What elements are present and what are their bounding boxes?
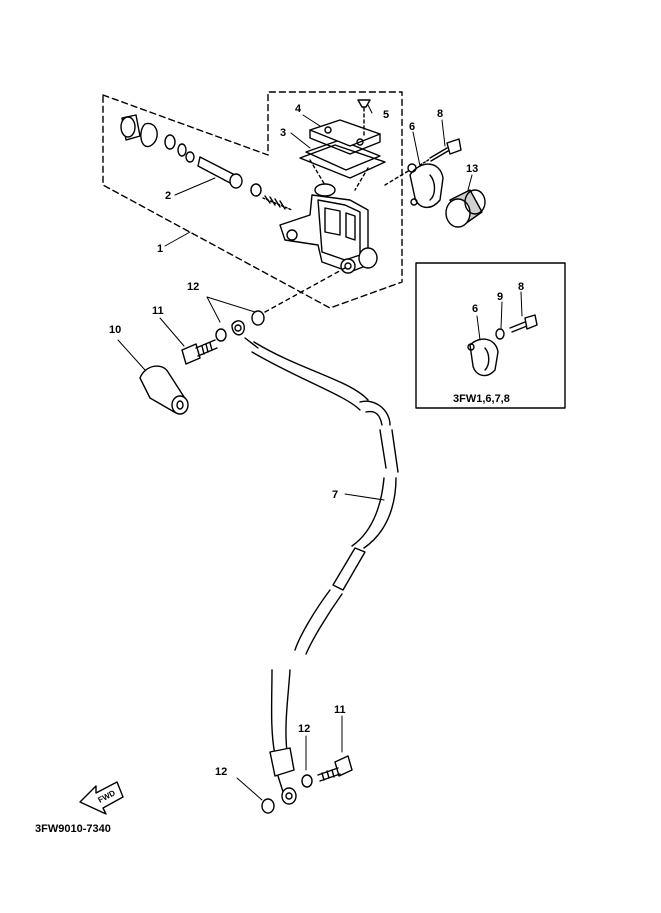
label-part-11-lower: 11 (334, 704, 346, 716)
inset-label-8: 8 (518, 281, 524, 293)
diagram-code: 3FW9010-7340 (35, 823, 111, 835)
lower-washer-left (261, 798, 275, 814)
label-part-7: 7 (332, 489, 338, 501)
fwd-arrow-icon (79, 781, 124, 815)
reservoir-cap-parts (299, 119, 386, 191)
label-part-3: 3 (280, 127, 286, 139)
label-part-12-lower-right: 12 (298, 723, 310, 735)
label-part-2: 2 (165, 190, 171, 202)
label-part-12-lower-left: 12 (215, 766, 227, 778)
label-part-4: 4 (295, 103, 302, 115)
label-part-13: 13 (466, 163, 478, 175)
inset-label-6: 6 (472, 303, 478, 315)
label-part-10: 10 (109, 324, 121, 336)
label-part-11-upper: 11 (152, 305, 164, 317)
handlebar-holder (384, 163, 444, 208)
label-part-8: 8 (437, 108, 443, 120)
piston-kit (120, 114, 293, 211)
inset-box (415, 262, 566, 409)
inset-washer (495, 328, 505, 340)
cap-screw (357, 99, 371, 136)
inset-label-9: 9 (497, 291, 503, 303)
brake-hose (231, 320, 399, 805)
label-part-1: 1 (157, 243, 163, 255)
lower-washer-right (301, 774, 313, 788)
label-part-6: 6 (409, 121, 415, 133)
label-part-5: 5 (383, 109, 389, 121)
upper-washer-1 (215, 328, 227, 342)
leader-lines (117, 104, 523, 801)
upper-dashed-leader (264, 267, 346, 313)
label-part-12-upper: 12 (187, 281, 199, 293)
assembly-dashed-outline (102, 91, 403, 309)
inset-holder (467, 338, 499, 377)
inset-bolt (509, 314, 538, 333)
master-cylinder-body (279, 183, 378, 274)
upper-banjo-bolt (181, 339, 218, 365)
rubber-cap (139, 365, 189, 415)
inset-caption: 3FW1,6,7,8 (453, 393, 510, 405)
upper-washer-2 (251, 310, 265, 326)
lower-banjo-bolt (317, 755, 353, 782)
holder-bolt (419, 138, 462, 166)
lever-sleeve (445, 189, 486, 228)
